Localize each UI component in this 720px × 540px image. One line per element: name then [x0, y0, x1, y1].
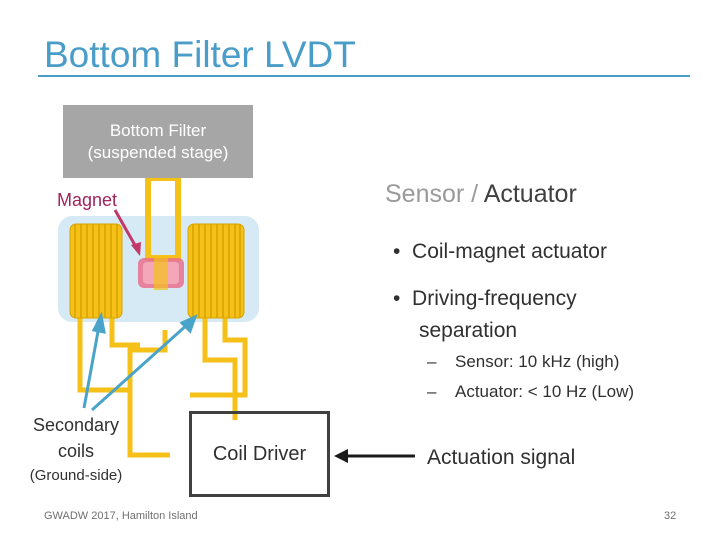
title-divider: [38, 75, 690, 77]
sub-bullet-dash: –: [427, 352, 437, 371]
actuation-signal-label: Actuation signal: [427, 446, 576, 469]
sub-bullet-item: –Actuator: < 10 Hz (Low): [427, 382, 634, 402]
secondary-line2: coils: [57, 441, 94, 461]
magnet: [138, 256, 184, 290]
stage-label-line2: (suspended stage): [87, 142, 229, 162]
left-secondary-coil: [69, 223, 123, 319]
bullet-text: Driving-frequency separation: [412, 287, 577, 342]
coil-wires: [77, 310, 248, 458]
sensor-actuator-heading: Sensor / Actuator: [385, 180, 577, 209]
stage-label-line1: Bottom Filter: [109, 120, 207, 140]
right-secondary-coil: [187, 223, 245, 319]
bullet-item: • Coil-magnet actuator: [393, 236, 607, 268]
bullet-dot: •: [393, 287, 413, 310]
magnet-pointer-arrow: [113, 209, 141, 256]
secondary-coil-arrows: [82, 311, 198, 412]
suspended-stage-box: Bottom Filter (suspended stage): [63, 105, 253, 178]
coil-driver-box: Coil Driver: [189, 411, 330, 497]
sub-bullet-text: Actuator: < 10 Hz (Low): [455, 382, 635, 401]
heading-separator: /: [464, 180, 484, 208]
slide-title: Bottom Filter LVDT: [44, 34, 356, 75]
ground-side-label: (Ground-side): [29, 467, 123, 484]
sub-bullet-dash: –: [427, 382, 437, 401]
page-number: 32: [664, 510, 677, 522]
footer-conference: GWADW 2017, Hamilton Island: [44, 510, 198, 522]
magnet-label: Magnet: [57, 190, 118, 210]
secondary-coils-label: Secondary coils (Ground-side): [24, 412, 128, 488]
secondary-line1: Secondary: [32, 415, 120, 435]
actuation-arrow: [334, 449, 415, 463]
bullet-dot: •: [393, 240, 413, 263]
sub-bullet-text: Sensor: 10 kHz (high): [455, 352, 620, 371]
sub-bullet-item: –Sensor: 10 kHz (high): [427, 352, 619, 372]
heading-actuator: Actuator: [483, 180, 577, 208]
coil-driver-label: Coil Driver: [212, 442, 307, 465]
bullet-text: Coil-magnet actuator: [412, 240, 607, 263]
bullet-item: • Driving-frequency separation: [393, 283, 669, 347]
heading-sensor: Sensor: [385, 180, 465, 208]
